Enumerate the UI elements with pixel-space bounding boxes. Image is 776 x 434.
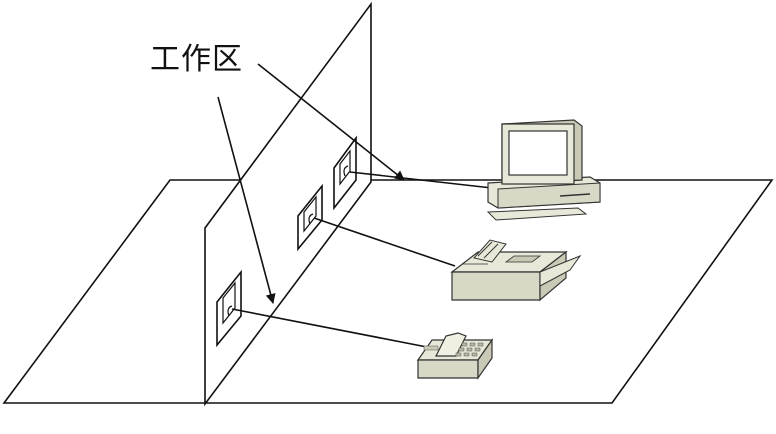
cable-fax [313, 217, 456, 267]
computer-icon [486, 119, 601, 221]
floor-plane [2, 179, 774, 404]
partition-wall [204, 1, 372, 407]
fax-machine-icon [450, 239, 582, 302]
cable-computer [349, 171, 493, 189]
cable-phone [231, 308, 433, 349]
wall-outlet-top [333, 135, 357, 211]
label-arrow-bottom [217, 96, 276, 304]
wall-outlet-bottom [216, 269, 242, 348]
work-area-label: 工作区 [150, 42, 243, 77]
telephone-icon [416, 332, 494, 380]
label-arrow-top [257, 63, 405, 181]
